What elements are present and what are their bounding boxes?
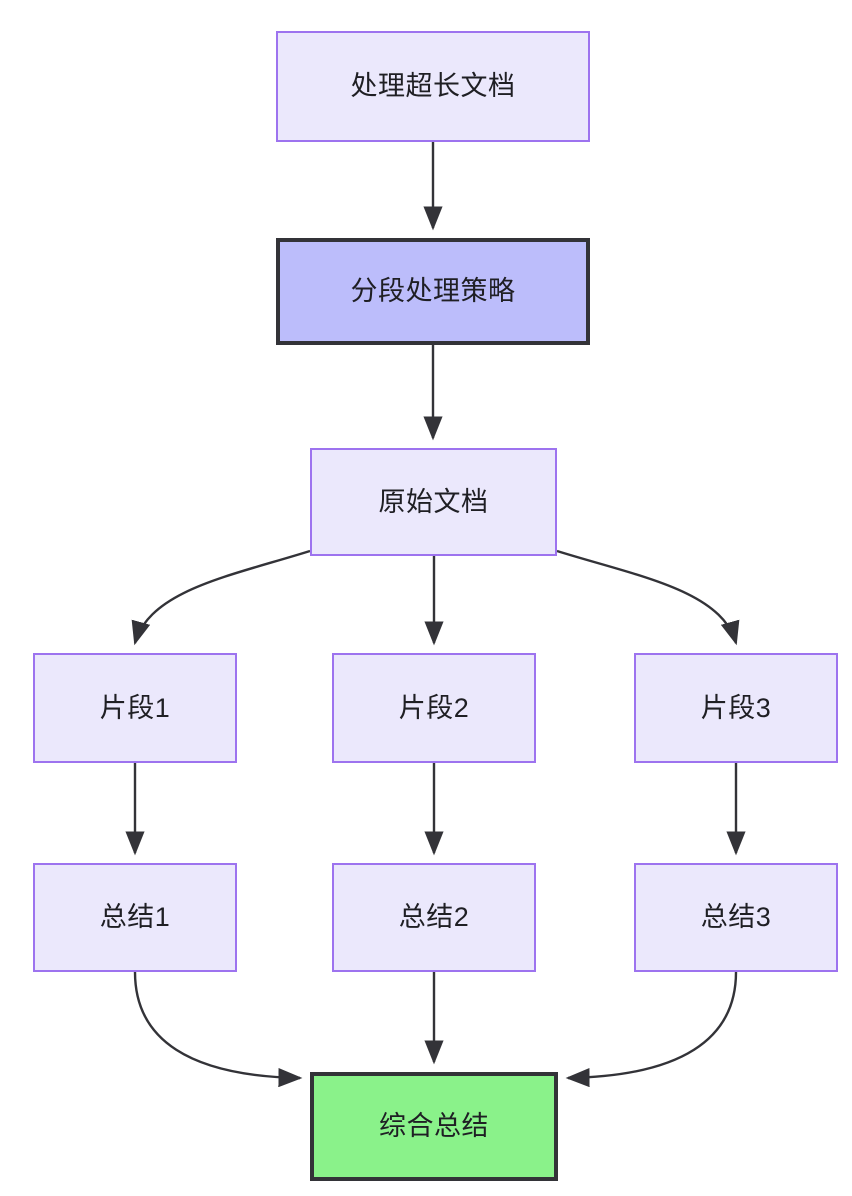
- edge-n7-n10: [133, 971, 303, 1088]
- node-chunking-strategy[interactable]: 分段处理策略: [276, 238, 590, 345]
- edge-n3-n4: [131, 549, 311, 646]
- node-final-summary[interactable]: 综合总结: [310, 1072, 558, 1181]
- node-summary-2[interactable]: 总结2: [332, 863, 536, 972]
- edge-n3-n6: [556, 549, 740, 646]
- node-summary-1[interactable]: 总结1: [33, 863, 237, 972]
- node-fragment-1[interactable]: 片段1: [33, 653, 237, 763]
- edge-n9-n10: [565, 971, 738, 1088]
- node-process-long-document[interactable]: 处理超长文档: [276, 31, 590, 142]
- node-fragment-3[interactable]: 片段3: [634, 653, 838, 763]
- node-original-document[interactable]: 原始文档: [310, 448, 557, 556]
- node-summary-3[interactable]: 总结3: [634, 863, 838, 972]
- node-fragment-2[interactable]: 片段2: [332, 653, 536, 763]
